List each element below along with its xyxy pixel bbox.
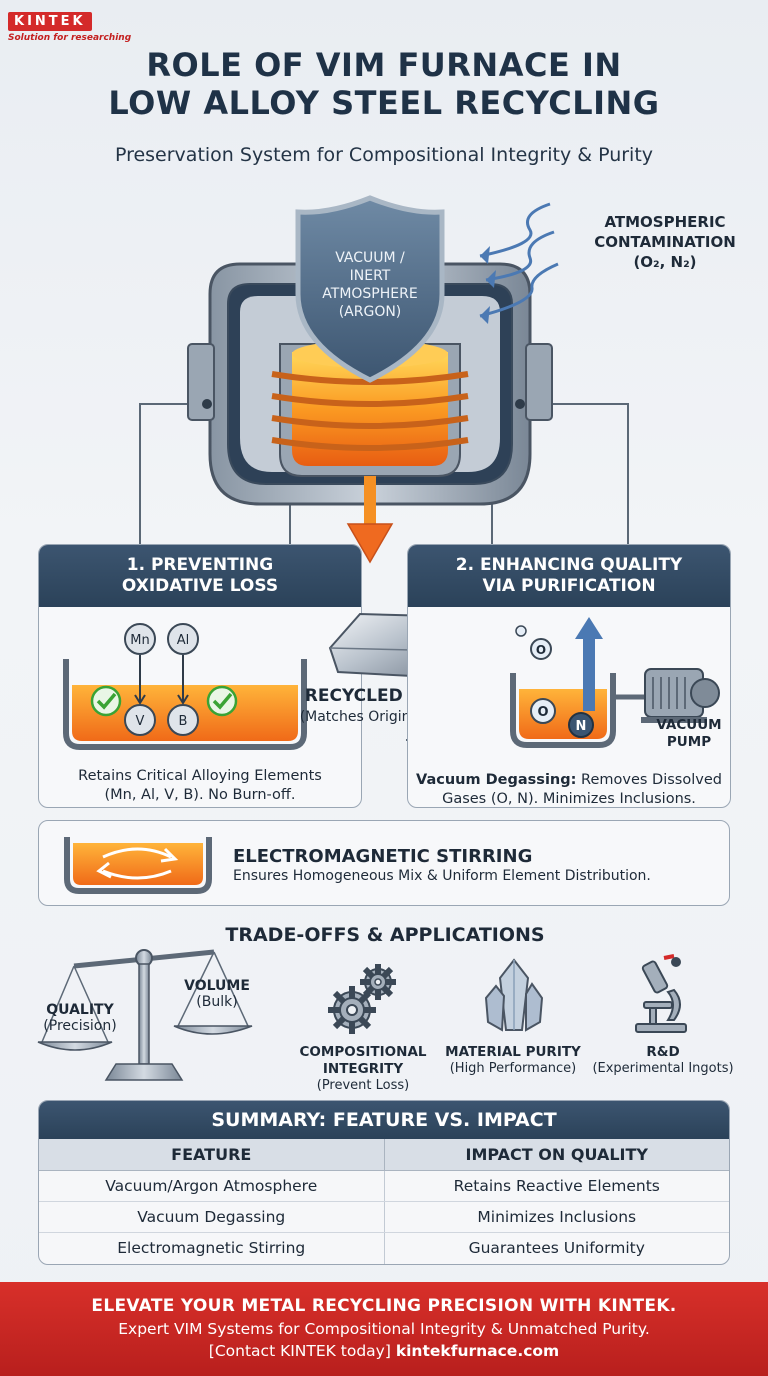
section1-text-line-2: (Mn, Al, V, B). No Burn-off. (104, 787, 296, 803)
logo-tagline: Solution for researching (8, 33, 132, 43)
volume-sub: (Bulk) (196, 994, 238, 1010)
shield-line-2: INERT (350, 268, 391, 284)
section1-description: Retains Critical Alloying Elements (Mn, … (39, 767, 361, 805)
col-impact: IMPACT ON QUALITY (465, 1145, 648, 1164)
vacuum-pump-icon (613, 668, 720, 723)
contamination-line-2: CONTAMINATION (594, 233, 736, 251)
footer-contact: [Contact KINTEK today] kintekfurnace.com (0, 1342, 768, 1360)
gears-icon (328, 964, 396, 1034)
volume-label: VOLUME (Bulk) (172, 978, 262, 1010)
microscope-icon (635, 954, 687, 1033)
app-1-title-line-2: INTEGRITY (322, 1061, 404, 1077)
alloy-crucible-illustration: Mn Al V B (63, 623, 307, 750)
section1-heading: 1. PREVENTING OXIDATIVE LOSS (39, 545, 361, 607)
balance-scale-icon (37, 949, 253, 1081)
contamination-label: ATMOSPHERIC CONTAMINATION (O₂, N₂) (590, 212, 740, 272)
impact-cell: Guarantees Uniformity (468, 1239, 645, 1257)
footer-website-link[interactable]: kintekfurnace.com (395, 1342, 560, 1360)
section1-heading-line-1: 1. PREVENTING (126, 555, 274, 575)
impact-cell: Minimizes Inclusions (477, 1208, 637, 1226)
summary-title: SUMMARY: FEATURE VS. IMPACT (39, 1101, 729, 1139)
check-icon-left (90, 685, 122, 717)
quality-sub: (Precision) (43, 1018, 117, 1034)
section-preventing-oxidative-loss: 1. PREVENTING OXIDATIVE LOSS Mn Al V B R… (38, 544, 362, 808)
section2-text-line-1: Vacuum Degassing: Removes Dissolved (408, 771, 730, 790)
summary-header-row: FEATURE IMPACT ON QUALITY (39, 1139, 729, 1171)
tradeoffs-title: TRADE-OFFS & APPLICATIONS (225, 924, 545, 946)
element-al: Al (177, 633, 190, 648)
section2-heading-line-2: VIA PURIFICATION (482, 576, 656, 596)
section1-text-line-1: Retains Critical Alloying Elements (78, 768, 322, 784)
table-row: Vacuum Degassing Minimizes Inclusions (39, 1202, 729, 1233)
app-compositional-integrity: COMPOSITIONAL INTEGRITY (Prevent Loss) (290, 1044, 436, 1094)
title-line-2: LOW ALLOY STEEL RECYCLING (108, 84, 660, 122)
bubble-o-1-label: O (536, 643, 546, 657)
section2-text-bold: Vacuum Degassing: (416, 772, 577, 788)
vacuum-pump-label: VACUUM PUMP (634, 717, 744, 751)
crystal-icon (484, 958, 544, 1032)
impact-cell: Retains Reactive Elements (453, 1177, 660, 1195)
footer-headline: ELEVATE YOUR METAL RECYCLING PRECISION W… (91, 1296, 677, 1316)
stirring-title: ELECTROMAGNETIC STIRRING (233, 846, 533, 867)
app-2-title: MATERIAL PURITY (445, 1044, 581, 1060)
stirring-subtitle: Ensures Homogeneous Mix & Uniform Elemen… (233, 868, 651, 884)
summary-table: SUMMARY: FEATURE VS. IMPACT FEATURE IMPA… (38, 1100, 730, 1265)
app-1-sub: (Prevent Loss) (316, 1078, 410, 1093)
section2-heading: 2. ENHANCING QUALITY VIA PURIFICATION (408, 545, 730, 607)
app-material-purity: MATERIAL PURITY (High Performance) (438, 1044, 588, 1077)
app-3-title: R&D (646, 1044, 680, 1060)
bubble-o-2 (530, 698, 556, 724)
app-1-title-line-1: COMPOSITIONAL (299, 1044, 427, 1060)
footer-subline: Expert VIM Systems for Compositional Int… (118, 1320, 650, 1338)
contamination-line-3: (O₂, N₂) (633, 253, 697, 271)
feature-cell: Vacuum Degassing (39, 1202, 385, 1232)
shield-line-1: VACUUM / (335, 250, 405, 266)
app-3-sub: (Experimental Ingots) (592, 1061, 734, 1076)
brand-logo: KINTEK Solution for researching (8, 10, 138, 43)
footer-banner: ELEVATE YOUR METAL RECYCLING PRECISION W… (0, 1282, 768, 1376)
contamination-line-1: ATMOSPHERIC (604, 213, 726, 231)
check-icon-right (206, 685, 238, 717)
section2-text-rest: Removes Dissolved (576, 772, 722, 788)
shield-line-4: (ARGON) (339, 304, 402, 320)
bubble-o-2-label: O (537, 705, 548, 720)
page-subtitle: Preservation System for Compositional In… (114, 144, 654, 166)
col-feature: FEATURE (39, 1139, 385, 1170)
bubble-n (568, 712, 594, 738)
pump-line-2: PUMP (666, 734, 712, 750)
footer-contact-prefix: [Contact KINTEK today] (208, 1342, 396, 1360)
logo-wordmark: KINTEK (8, 12, 92, 31)
bubble-o-1 (530, 638, 552, 660)
title-line-1: ROLE OF VIM FURNACE IN (146, 46, 622, 84)
app-2-sub: (High Performance) (449, 1061, 577, 1076)
bubble-n-label: N (576, 719, 587, 734)
section2-heading-line-1: 2. ENHANCING QUALITY (455, 555, 683, 575)
stirring-icon (64, 837, 212, 894)
quality-label: QUALITY (Precision) (36, 1002, 124, 1034)
pump-line-1: VACUUM (656, 717, 722, 733)
table-row: Electromagnetic Stirring Guarantees Unif… (39, 1233, 729, 1264)
table-row: Vacuum/Argon Atmosphere Retains Reactive… (39, 1171, 729, 1202)
section-enhancing-quality: 2. ENHANCING QUALITY VIA PURIFICATION O … (407, 544, 731, 808)
element-v: V (136, 714, 145, 729)
section2-description: Vacuum Degassing: Removes Dissolved Gase… (408, 771, 730, 809)
vim-furnace-illustration: VACUUM / INERT ATMOSPHERE (ARGON) (187, 195, 559, 564)
section1-heading-line-2: OXIDATIVE LOSS (121, 576, 279, 596)
app-rd: R&D (Experimental Ingots) (590, 1044, 736, 1077)
degassing-illustration: O O N (510, 617, 720, 748)
quality-title: QUALITY (46, 1002, 114, 1018)
feature-cell: Vacuum/Argon Atmosphere (39, 1171, 385, 1201)
volume-title: VOLUME (184, 978, 250, 994)
shield-line-3: ATMOSPHERE (322, 286, 417, 302)
section2-text-line-2: Gases (O, N). Minimizes Inclusions. (442, 791, 696, 807)
element-b: B (179, 714, 188, 729)
element-mn: Mn (130, 633, 149, 648)
section-electromagnetic-stirring (38, 820, 730, 906)
feature-cell: Electromagnetic Stirring (39, 1233, 385, 1264)
page-title: ROLE OF VIM FURNACE IN LOW ALLOY STEEL R… (0, 46, 768, 122)
